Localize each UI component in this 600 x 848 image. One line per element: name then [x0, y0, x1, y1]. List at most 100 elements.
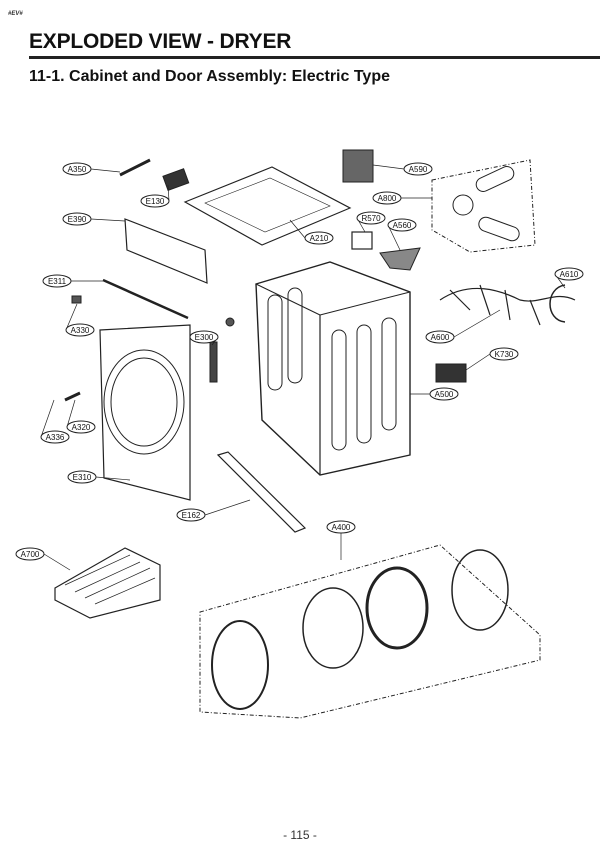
callout-oval: [387, 218, 417, 232]
part-door-outer: [211, 620, 269, 710]
callout-label: A800: [378, 194, 397, 203]
part-cabinet-panel: [267, 294, 283, 391]
callout-oval: [40, 430, 70, 444]
callout-e311: E311: [42, 274, 103, 288]
callout-label: E390: [68, 215, 87, 224]
callout-label: A320: [72, 423, 91, 432]
callout-a590: A590: [372, 162, 433, 176]
part-e311: [102, 278, 189, 320]
callout-label: A600: [431, 333, 450, 342]
page-number: - 115 -: [283, 828, 317, 842]
callout-e162: E162: [176, 499, 251, 522]
callout-a320: A320: [66, 399, 96, 434]
leader-line: [65, 303, 78, 331]
leader-line: [95, 476, 131, 481]
callout-e130: E130: [140, 184, 170, 208]
callout-oval: [67, 470, 97, 484]
part-duct-elbow: [452, 194, 474, 216]
part-e130: [162, 168, 190, 191]
leader-line: [453, 309, 501, 338]
part-top-cover: [183, 166, 352, 246]
callout-a400: A400: [326, 520, 356, 560]
leader-line: [167, 184, 170, 202]
part-duct: [475, 166, 515, 192]
callout-label: A350: [68, 165, 87, 174]
callout-oval: [15, 547, 45, 561]
callout-label: A560: [393, 221, 412, 230]
callout-a700: A700: [15, 547, 71, 571]
part-door-ring: [365, 566, 429, 650]
part-control-panel: [124, 218, 208, 284]
part-knob: [225, 317, 235, 327]
callout-e300: E300: [189, 330, 219, 346]
part-a610: [549, 284, 566, 323]
callout-oval: [356, 211, 386, 225]
callout-label: A610: [560, 270, 579, 279]
part-cabinet-panel: [287, 287, 303, 384]
callout-a210: A210: [289, 219, 334, 245]
callout-e310: E310: [67, 470, 131, 484]
leader-line: [90, 168, 121, 173]
leader-line: [43, 553, 71, 571]
callout-oval: [62, 162, 92, 176]
callout-k730: K730: [465, 347, 519, 371]
section-title: 11-1. Cabinet and Door Assembly: Electri…: [29, 68, 390, 85]
part-door-assembly-group: [199, 544, 541, 719]
callout-label: E311: [48, 277, 67, 286]
callout-oval: [66, 420, 96, 434]
callout-oval: [304, 231, 334, 245]
callout-a330: A330: [65, 303, 95, 337]
callout-oval: [425, 330, 455, 344]
part-a320: [64, 391, 81, 402]
callout-label: E300: [195, 333, 214, 342]
callout-label: R570: [361, 214, 381, 223]
part-cabinet-panel: [356, 324, 372, 444]
callout-r570: R570: [356, 211, 386, 233]
part-a560: [379, 247, 421, 271]
part-drying-rack-grid: [64, 554, 156, 605]
part-a350: [119, 158, 151, 177]
callout-label: A400: [332, 523, 351, 532]
leader-line: [289, 219, 306, 239]
part-duct: [478, 216, 520, 242]
leader-line: [465, 353, 491, 371]
leader-line: [204, 499, 251, 516]
callout-a560: A560: [387, 218, 417, 251]
callout-oval: [489, 347, 519, 361]
leader-line: [40, 399, 55, 438]
callout-a336: A336: [40, 399, 70, 444]
callout-oval: [326, 520, 356, 534]
callout-label: A336: [46, 433, 65, 442]
callout-label: A590: [409, 165, 428, 174]
callout-label: A330: [71, 326, 90, 335]
callout-oval: [42, 274, 72, 288]
part-cabinet: [255, 261, 411, 476]
callout-e390: E390: [62, 212, 126, 226]
part-cabinet-panel: [381, 317, 397, 431]
part-k730: [435, 363, 467, 383]
callout-a610: A610: [554, 267, 584, 289]
callout-a350: A350: [62, 162, 121, 176]
part-harness: [439, 284, 576, 326]
part-a590: [342, 149, 374, 183]
part-cabinet-edge: [319, 291, 411, 316]
part-door-glass: [302, 587, 364, 669]
callout-label: A500: [435, 390, 454, 399]
part-door-opening-inner: [110, 357, 178, 447]
part-door-inner: [451, 549, 509, 631]
callout-label: A700: [21, 550, 40, 559]
callout-oval: [554, 267, 584, 281]
callout-oval: [176, 508, 206, 522]
part-cabinet-panel: [331, 329, 347, 451]
document-tag: #EV#: [8, 11, 23, 17]
callout-label: E162: [182, 511, 201, 520]
title-rule: [29, 56, 600, 59]
leader-line: [66, 399, 76, 428]
callout-label: E310: [73, 473, 92, 482]
callout-label: E130: [146, 197, 165, 206]
leader-line: [372, 164, 405, 170]
callout-label: A210: [310, 234, 329, 243]
callout-oval: [372, 191, 402, 205]
part-door-opening: [103, 349, 185, 455]
